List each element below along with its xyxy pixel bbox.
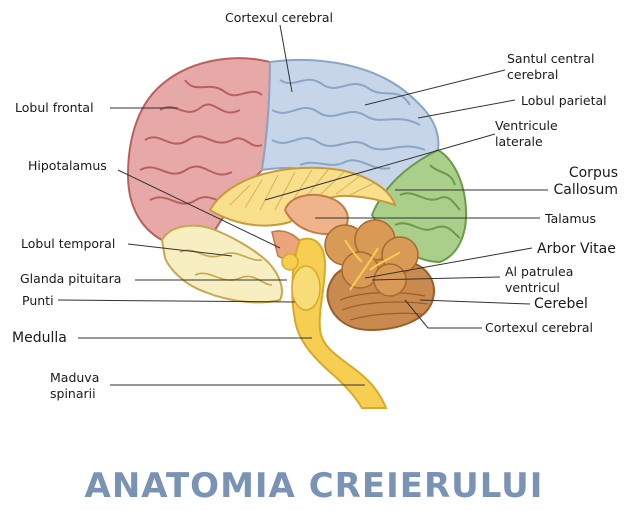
label-cerebel: Cerebel [534, 296, 588, 312]
pituitary-gland [281, 253, 299, 271]
occipital-gyri [394, 164, 461, 239]
label-lobul-temporal: Lobul temporal [21, 236, 116, 251]
label-medulla: Medulla [12, 330, 67, 346]
label-punti: Punti [22, 293, 54, 308]
label-lobul-frontal: Lobul frontal [15, 100, 94, 115]
label-santul-central: Santul central cerebral [507, 51, 595, 82]
label-lobul-parietal: Lobul parietal [521, 93, 607, 108]
label-cortex-bottom: Cortexul cerebral [485, 320, 593, 335]
label-arbor-vitae: Arbor Vitae [537, 241, 616, 257]
label-talamus: Talamus [545, 211, 596, 226]
label-cortex-top: Cortexul cerebral [225, 10, 333, 25]
thalamus [283, 193, 349, 235]
pons [291, 265, 321, 311]
leader-lines [57, 24, 548, 386]
label-glanda-pituitara: Glanda pituitara [20, 271, 122, 286]
label-ventricule-laterale: Ventricule laterale [495, 118, 558, 149]
page-title: ANATOMIA CREIERULUI [84, 466, 544, 506]
label-al-patrulea-ventricul: Al patrulea ventricul [505, 264, 574, 295]
label-maduva-spinarii: Maduva spinarii [50, 370, 100, 401]
parietal-gyri [271, 78, 426, 170]
label-corpus-callosum: Corpus Callosum [553, 165, 618, 198]
temporal-lobe [160, 224, 283, 304]
arbor-vitae [324, 219, 419, 297]
label-hipotalamus: Hipotalamus [28, 158, 107, 173]
